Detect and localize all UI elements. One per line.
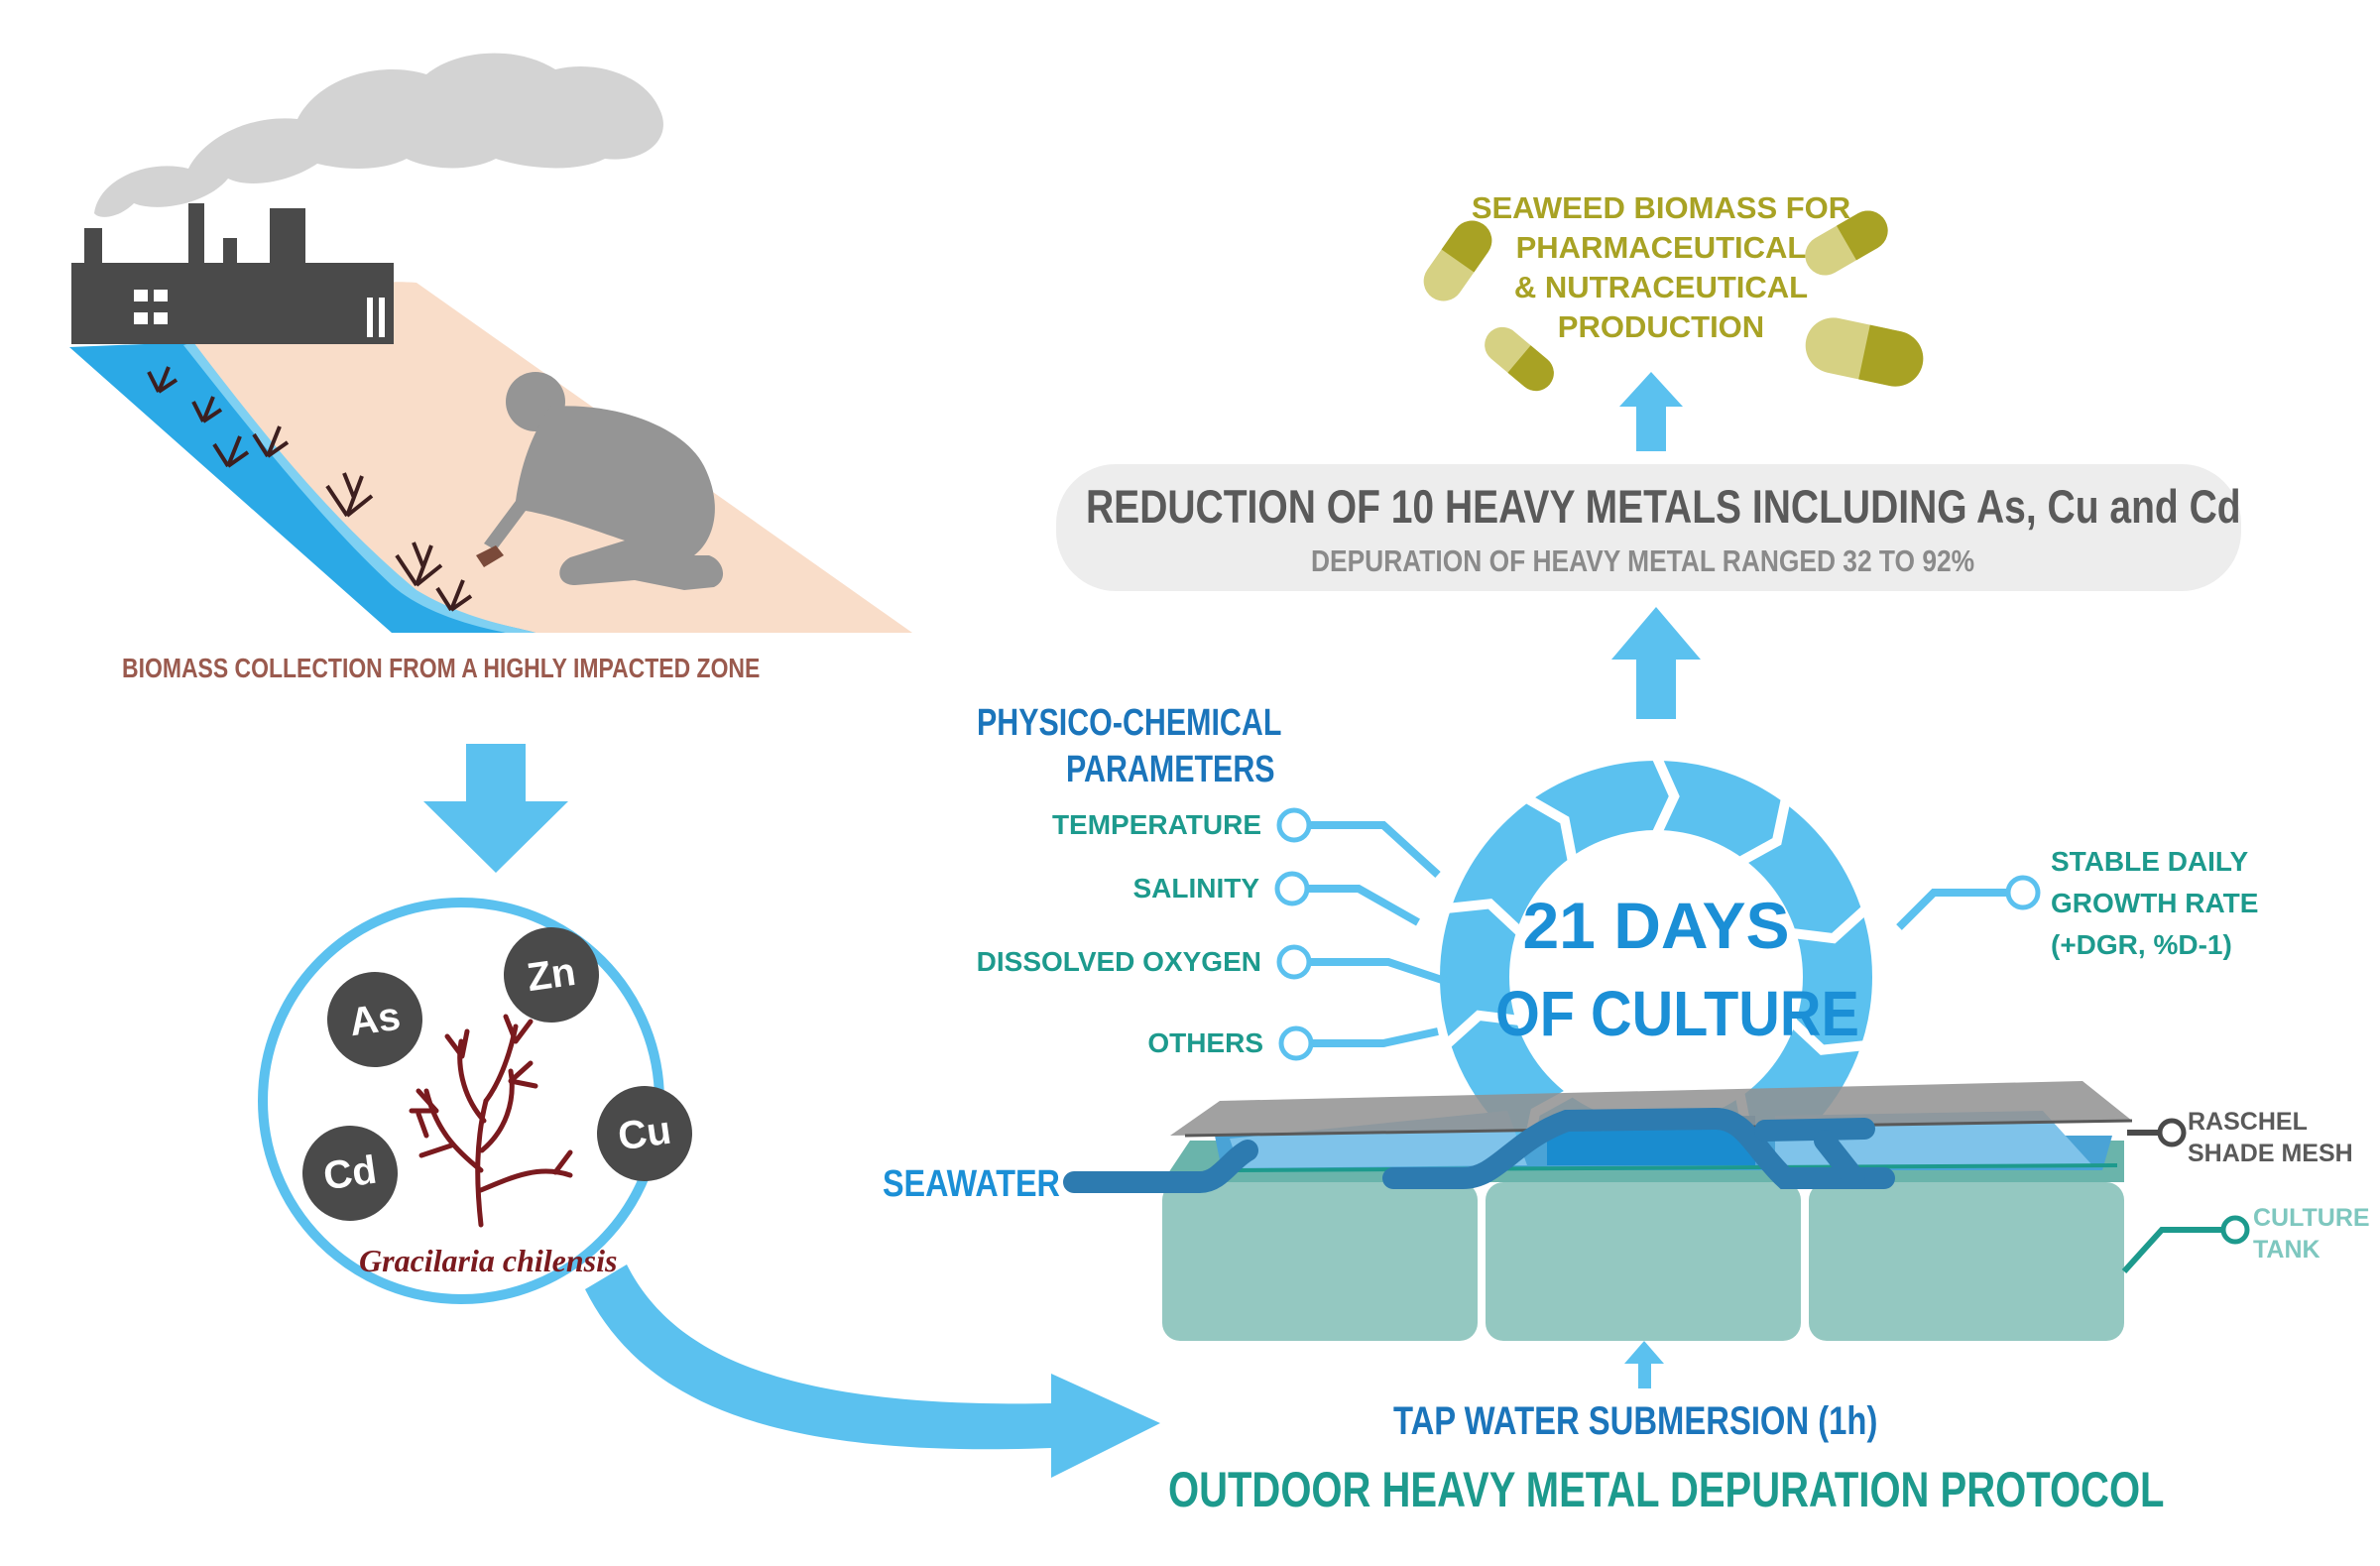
curved-arrow (585, 1265, 1160, 1478)
growth-connector (1896, 889, 2008, 930)
metal-label-zn: Zn (524, 949, 579, 1001)
products-label: SEAWEED BIOMASS FOR PHARMACEUTICAL & NUT… (1468, 188, 1854, 347)
products-line-2: PHARMACEUTICAL (1515, 230, 1807, 265)
seaweed-icon (409, 1014, 573, 1228)
capsule-icon (1805, 317, 1924, 387)
culture-label: OF CULTURE (1495, 978, 1859, 1049)
capsule-group (1423, 210, 1924, 392)
seawater-pipes (1063, 1107, 1895, 1193)
factory-icon (71, 203, 394, 344)
protocol-title: OUTDOOR HEAVY METAL DEPURATION PROTOCOL (1168, 1462, 2165, 1517)
collection-scene (69, 53, 912, 633)
capsule-icon (1805, 210, 1888, 276)
culture-days: 21 DAYS (1522, 889, 1790, 962)
growth-line-3: (+DGR, %D-1) (2051, 929, 2232, 960)
smoke-cloud (94, 53, 663, 217)
growth-node (2005, 875, 2041, 910)
metal-label-cu: Cu (615, 1108, 674, 1159)
tank-connector (2121, 1227, 2223, 1274)
tank-line-2: TANK (2253, 1236, 2320, 1264)
collection-caption: BIOMASS COLLECTION FROM A HIGHLY IMPACTE… (122, 653, 761, 683)
tap-water-label: TAP WATER SUBMERSION (1h) (1393, 1399, 1878, 1443)
mesh-node (2157, 1118, 2187, 1147)
tank-node (2220, 1215, 2250, 1245)
metals-circle (258, 898, 664, 1304)
products-line-1: SEAWEED BIOMASS FOR (1471, 190, 1851, 225)
parameters-title-1: PHYSICO-CHEMICAL (977, 702, 1282, 744)
ring-chevron-separator (1787, 1017, 1867, 1055)
mesh-line-2: SHADE MESH (2188, 1140, 2353, 1167)
growth-line-1: STABLE DAILY (2051, 846, 2249, 877)
culture-tank (1162, 1081, 2133, 1341)
tank-label: CULTURE TANK (2253, 1202, 2370, 1265)
tank-line-1: CULTURE (2253, 1204, 2370, 1232)
parameter-others: OTHERS (1147, 1027, 1263, 1058)
parameter-dissolved-oxygen: DISSOLVED OXYGEN (976, 946, 1261, 977)
species-name: Gracilaria chilensis (359, 1243, 618, 1278)
products-line-3: & NUTRACEUTICAL (1513, 270, 1809, 304)
parameters-title-2: PARAMETERS (1066, 749, 1275, 790)
metal-label-as: As (346, 994, 404, 1045)
ring-chevron-separator (1523, 793, 1578, 864)
reduction-pill (1056, 464, 2241, 591)
parameter-nodes (1274, 807, 1314, 1061)
products-line-4: PRODUCTION (1557, 309, 1765, 344)
ring-chevron-separator (1790, 904, 1870, 944)
growth-label: STABLE DAILY GROWTH RATE (+DGR, %D-1) (2051, 841, 2258, 966)
mesh-line-1: RASCHEL (2188, 1108, 2308, 1136)
arrow-up-1 (1611, 607, 1701, 719)
parameter-temperature: TEMPERATURE (1051, 809, 1261, 840)
parameter-connectors (1307, 821, 1450, 1047)
parameter-salinity: SALINITY (1132, 873, 1259, 903)
seawater-label: SEAWATER (883, 1163, 1060, 1205)
collector-person-icon (484, 372, 724, 590)
capsule-icon (1423, 220, 1492, 301)
growth-line-2: GROWTH RATE (2051, 888, 2259, 918)
arrow-up-tap (1624, 1341, 1664, 1388)
capsule-icon (1485, 326, 1554, 392)
ring-chevron-separator (1651, 753, 1680, 838)
arrow-down-1 (423, 744, 568, 873)
mesh-label: RASCHEL SHADE MESH (2188, 1106, 2353, 1169)
reduction-subtitle: DEPURATION OF HEAVY METAL RANGED 32 TO 9… (1311, 543, 1975, 578)
metal-label-cd: Cd (320, 1147, 380, 1199)
ring-chevron-separator (1445, 899, 1525, 937)
ring-chevron-separator (1736, 796, 1791, 867)
seaweed-cluster (147, 366, 473, 612)
reduction-title: REDUCTION OF 10 HEAVY METALS INCLUDING A… (1086, 480, 2241, 533)
arrow-up-2 (1619, 372, 1683, 451)
ring-chevron-separator (1442, 1010, 1522, 1049)
collection-tool (476, 545, 504, 567)
